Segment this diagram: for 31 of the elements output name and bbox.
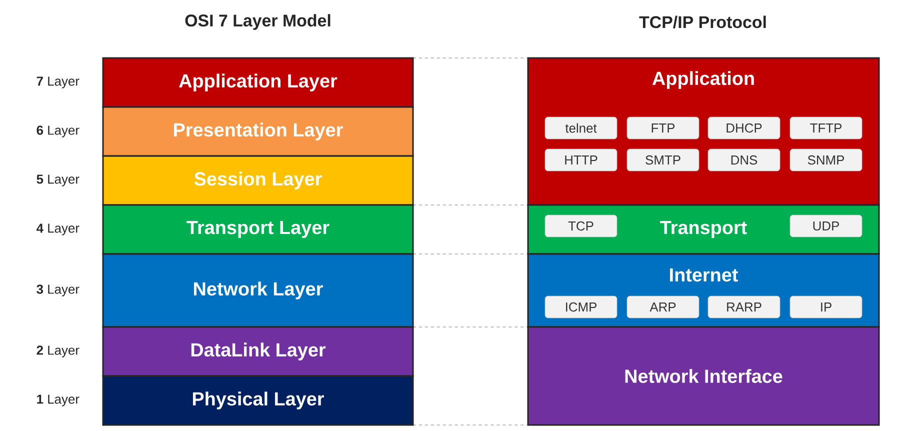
- protocol-tag: UDP: [790, 214, 862, 238]
- protocol-tag: HTTP: [544, 148, 618, 172]
- layer-number: 7 Layer: [36, 76, 80, 88]
- layer-box: Presentation Layer: [102, 106, 414, 157]
- layer-number: 1 Layer: [37, 394, 80, 406]
- protocol-tag: ARP: [626, 296, 700, 318]
- protocol-tag: DHCP: [708, 116, 780, 140]
- protocol-tag: TCP: [544, 214, 618, 238]
- protocol-tag: IP: [790, 296, 862, 318]
- protocol-tag: RARP: [708, 296, 780, 318]
- layer-box: DataLink Layer: [102, 326, 414, 377]
- layer-box: Network Layer: [102, 253, 414, 328]
- protocol-tag: TFTP: [790, 116, 862, 140]
- layer-box: Session Layer: [102, 155, 414, 206]
- protocol-tag: SMTP: [626, 148, 700, 172]
- layer-box: Physical Layer: [102, 375, 414, 426]
- protocol-tag: DNS: [708, 148, 780, 172]
- layer-box: Network Interface: [527, 326, 880, 426]
- protocol-tag: telnet: [544, 116, 618, 140]
- heading: TCP/IP Protocol: [639, 16, 766, 28]
- protocol-tag: SNMP: [790, 148, 862, 172]
- layer-box: Transport Layer: [102, 204, 414, 255]
- layer-number: 5 Layer: [36, 174, 80, 186]
- layer-number: 4 Layer: [36, 224, 80, 236]
- heading: OSI 7 Layer Model: [185, 14, 330, 30]
- protocol-tag: FTP: [626, 116, 700, 140]
- layer-box: Application Layer: [102, 57, 414, 108]
- layer-number: 6 Layer: [36, 126, 80, 138]
- layer-number: 3 Layer: [36, 284, 80, 296]
- protocol-tag: ICMP: [544, 296, 618, 318]
- layer-number: 2 Layer: [36, 346, 80, 358]
